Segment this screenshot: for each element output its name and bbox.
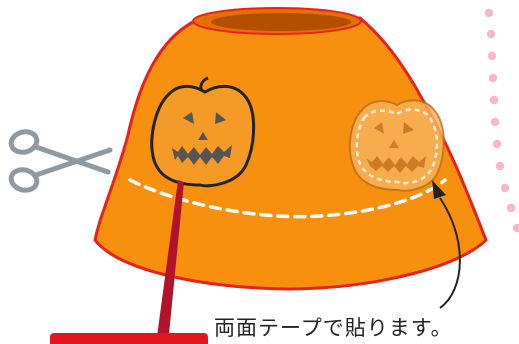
pumpkin-sticker-ghost-icon bbox=[348, 99, 445, 192]
callout bbox=[50, 180, 208, 344]
arrow-icon bbox=[432, 180, 461, 309]
pumpkin-sticker-icon bbox=[150, 76, 256, 188]
scissors-icon bbox=[8, 129, 113, 193]
pink-dotted-trail bbox=[484, 8, 519, 233]
caption-text: 両面テープで貼ります。 bbox=[214, 316, 453, 340]
